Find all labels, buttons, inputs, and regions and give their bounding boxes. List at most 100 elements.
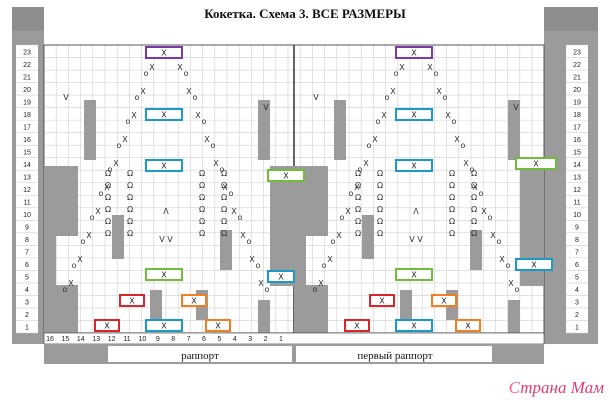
stitch-symbol: o	[488, 213, 493, 222]
stitch-symbol: Ω	[105, 169, 111, 178]
stitch-symbol: o	[63, 285, 68, 294]
row-number-right: 4	[575, 287, 579, 294]
stitch-symbol: Ω	[355, 181, 361, 190]
column-number: 7	[187, 336, 191, 343]
stitch-symbol: V	[63, 93, 69, 102]
cable-symbol: X	[283, 172, 289, 181]
stitch-symbol: Ω	[449, 217, 455, 226]
stitch-symbol: Ω	[221, 217, 227, 226]
stitch-symbol: o	[247, 237, 252, 246]
stitch-symbol: X	[336, 231, 342, 240]
stitch-symbol: o	[81, 237, 86, 246]
cable-box	[431, 294, 457, 307]
stitch-symbol: Ω	[471, 217, 477, 226]
stitch-symbol: Λ	[163, 207, 169, 216]
stitch-symbol: o	[144, 69, 149, 78]
row-number-right: 11	[573, 200, 580, 207]
stitch-symbol: X	[481, 207, 487, 216]
stitch-symbol: Ω	[355, 193, 361, 202]
stitch-symbol: Ω	[127, 217, 133, 226]
stitch-symbol: X	[68, 279, 74, 288]
column-number: 3	[248, 336, 252, 343]
stitch-symbol: o	[331, 237, 336, 246]
stitch-symbol: X	[140, 87, 146, 96]
row-number-right: 20	[573, 87, 581, 94]
stitch-symbol: Ω	[471, 169, 477, 178]
stitch-symbol: X	[113, 159, 119, 168]
cable-box	[267, 270, 295, 283]
stitch-symbol: Ω	[355, 205, 361, 214]
row-number-right: 15	[573, 149, 581, 156]
row-number-left: 6	[25, 262, 29, 269]
column-number: 4	[233, 336, 237, 343]
chart-title: Кокетка. Схема 3. ВСЕ РАЗМЕРЫ	[204, 6, 406, 21]
stitch-symbol: Ω	[199, 229, 205, 238]
stitch-symbol: Ω	[221, 169, 227, 178]
cable-symbol: X	[379, 297, 385, 306]
stitch-symbol: o	[322, 261, 327, 270]
column-number: 5	[217, 336, 221, 343]
column-number: 6	[202, 336, 206, 343]
column-number: 13	[92, 336, 100, 343]
stitch-symbol: o	[497, 237, 502, 246]
stitch-symbol: o	[229, 189, 234, 198]
stitch-symbol: X	[95, 207, 101, 216]
stitch-symbol: o	[470, 165, 475, 174]
row-number-right: 8	[575, 237, 579, 244]
stitch-symbol: Ω	[377, 205, 383, 214]
cable-box	[145, 319, 183, 332]
stitch-symbol: X	[249, 255, 255, 264]
stitch-symbol: o	[256, 261, 261, 270]
stitch-symbol: Ω	[471, 205, 477, 214]
row-number-right: 19	[573, 99, 581, 106]
stitch-symbol: o	[265, 285, 270, 294]
stitch-symbol: o	[72, 261, 77, 270]
stitch-symbol: o	[394, 69, 399, 78]
row-number-left: 10	[23, 212, 31, 219]
cable-box	[119, 294, 145, 307]
stitch-symbol: X	[195, 111, 201, 120]
stitch-symbol: X	[149, 63, 155, 72]
stitch-symbol: Ω	[355, 169, 361, 178]
cable-box	[515, 258, 553, 271]
stitch-symbol: X	[77, 255, 83, 264]
stitch-symbol: Ω	[105, 193, 111, 202]
row-number-left: 19	[23, 99, 31, 106]
stitch-symbol: Ω	[221, 205, 227, 214]
stitch-symbol: Ω	[127, 229, 133, 238]
column-number: 12	[108, 336, 116, 343]
cable-box	[395, 159, 433, 172]
stitch-symbol: Ω	[221, 193, 227, 202]
stitch-symbol: X	[204, 135, 210, 144]
stitch-symbol: X	[131, 111, 137, 120]
stitch-symbol: X	[363, 159, 369, 168]
stitch-symbol: X	[177, 63, 183, 72]
cable-box	[181, 294, 207, 307]
stitch-symbol: Ω	[449, 181, 455, 190]
cable-box	[395, 46, 433, 59]
row-number-right: 3	[575, 300, 579, 307]
no-stitch-block	[306, 285, 328, 345]
label-box-left	[108, 346, 292, 362]
cable-symbol: X	[411, 162, 417, 171]
stitch-symbol: o	[340, 213, 345, 222]
row-number-right: 22	[573, 62, 581, 69]
stitch-symbol: o	[376, 117, 381, 126]
cable-box	[515, 157, 557, 170]
stitch-symbol: o	[479, 189, 484, 198]
cable-symbol: X	[161, 111, 167, 120]
stitch-symbol: Ω	[377, 169, 383, 178]
stitch-symbol: Ω	[377, 217, 383, 226]
stitch-symbol: o	[313, 285, 318, 294]
stitch-symbol: V	[417, 235, 423, 244]
cable-symbol: X	[278, 273, 284, 282]
stitch-symbol: Ω	[471, 181, 477, 190]
stitch-symbol: Ω	[449, 205, 455, 214]
stitch-symbol: Ω	[221, 181, 227, 190]
stitch-symbol: Ω	[355, 217, 361, 226]
cable-box	[145, 159, 183, 172]
top-gray-band-left	[12, 7, 44, 31]
column-number: 15	[62, 336, 70, 343]
row-number-right: 1	[575, 325, 579, 332]
cable-box	[267, 169, 305, 182]
